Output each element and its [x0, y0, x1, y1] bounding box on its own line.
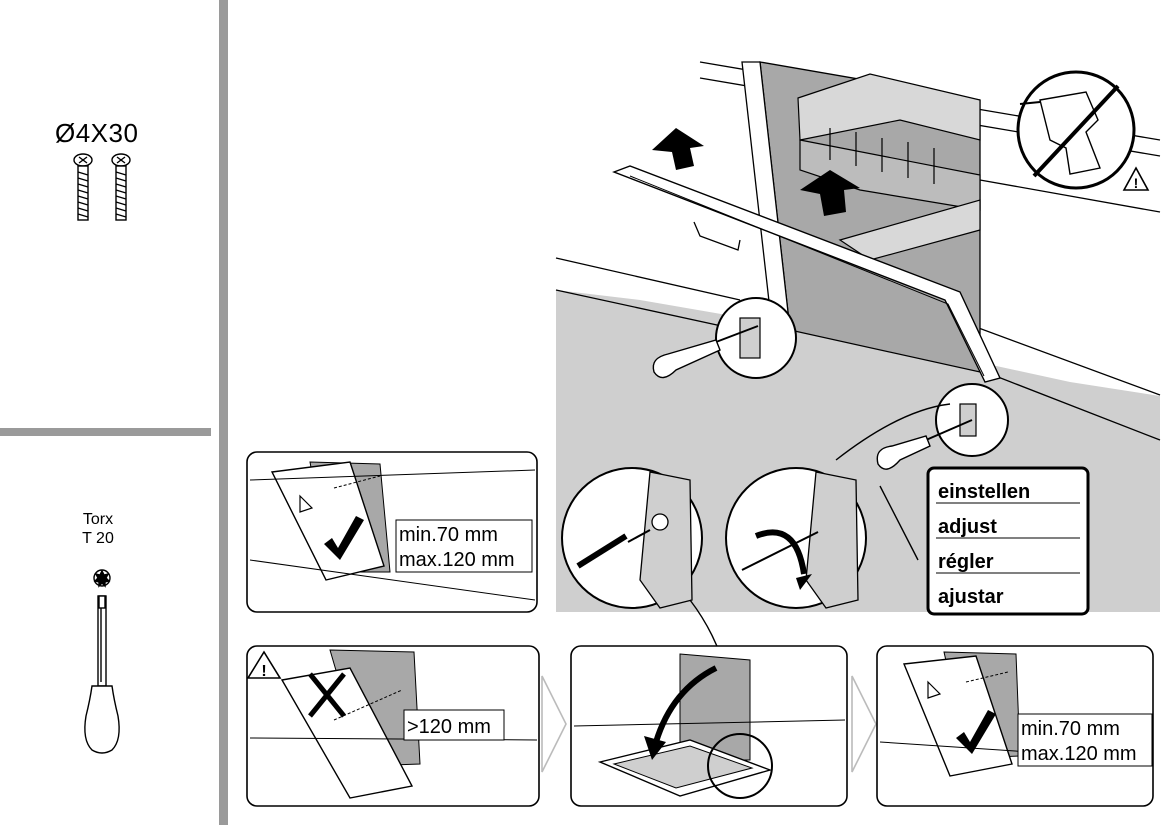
push-up-arrow-icon — [652, 128, 860, 216]
screwdriver-torx-icon — [84, 569, 120, 754]
panel-too-large: ! — [246, 645, 540, 807]
adjust-label-fr: régler — [938, 551, 994, 573]
sidebar-divider-horizontal — [0, 428, 211, 436]
warning-triangle-icon: ! — [1122, 166, 1150, 191]
panel-correct-bottom — [876, 645, 1154, 807]
adjust-label-box — [926, 466, 1090, 616]
panel4-max-label: max.120 mm — [1021, 743, 1137, 765]
panel4-min-label: min.70 mm — [1021, 718, 1120, 740]
hinge-detail-circle-left — [652, 297, 797, 379]
screw-spec-label: Ø4X30 — [55, 118, 139, 148]
main-illustration: ! — [555, 61, 1161, 612]
hinge-detail-circle-right — [876, 383, 1009, 470]
torx-tool-label: Torx T 20 — [62, 510, 134, 548]
check-mark-icon — [324, 516, 364, 560]
sidebar-divider-vertical — [219, 0, 228, 825]
cross-mark-icon — [308, 672, 346, 718]
zoom-circle-turn-screw — [725, 467, 867, 609]
adjust-label-de: einstellen — [938, 481, 1030, 503]
diagram-text-labels: einstellen adjust régler ajustar min.70 … — [399, 481, 1137, 765]
adjust-label-en: adjust — [938, 516, 997, 538]
zoom-circle-insert-screw — [561, 467, 703, 609]
panel1-min-label: min.70 mm — [399, 524, 498, 546]
tool-name: Torx — [82, 511, 114, 528]
panel-open-door — [570, 645, 848, 807]
adjust-label-es: ajustar — [938, 586, 1004, 608]
panel1-max-label: max.120 mm — [399, 549, 515, 571]
panel2-gap-label: >120 mm — [407, 716, 491, 738]
screw-icon — [73, 153, 131, 221]
svg-text:!: ! — [1134, 175, 1139, 191]
panel-correct-top — [246, 451, 538, 613]
warning-triangle-icon: ! — [246, 650, 282, 680]
tool-size: T 20 — [82, 530, 114, 547]
next-step-arrow-icon — [541, 675, 877, 773]
check-mark-icon — [956, 710, 996, 754]
svg-text:!: ! — [261, 663, 266, 680]
no-power-drill-icon — [1016, 70, 1136, 190]
